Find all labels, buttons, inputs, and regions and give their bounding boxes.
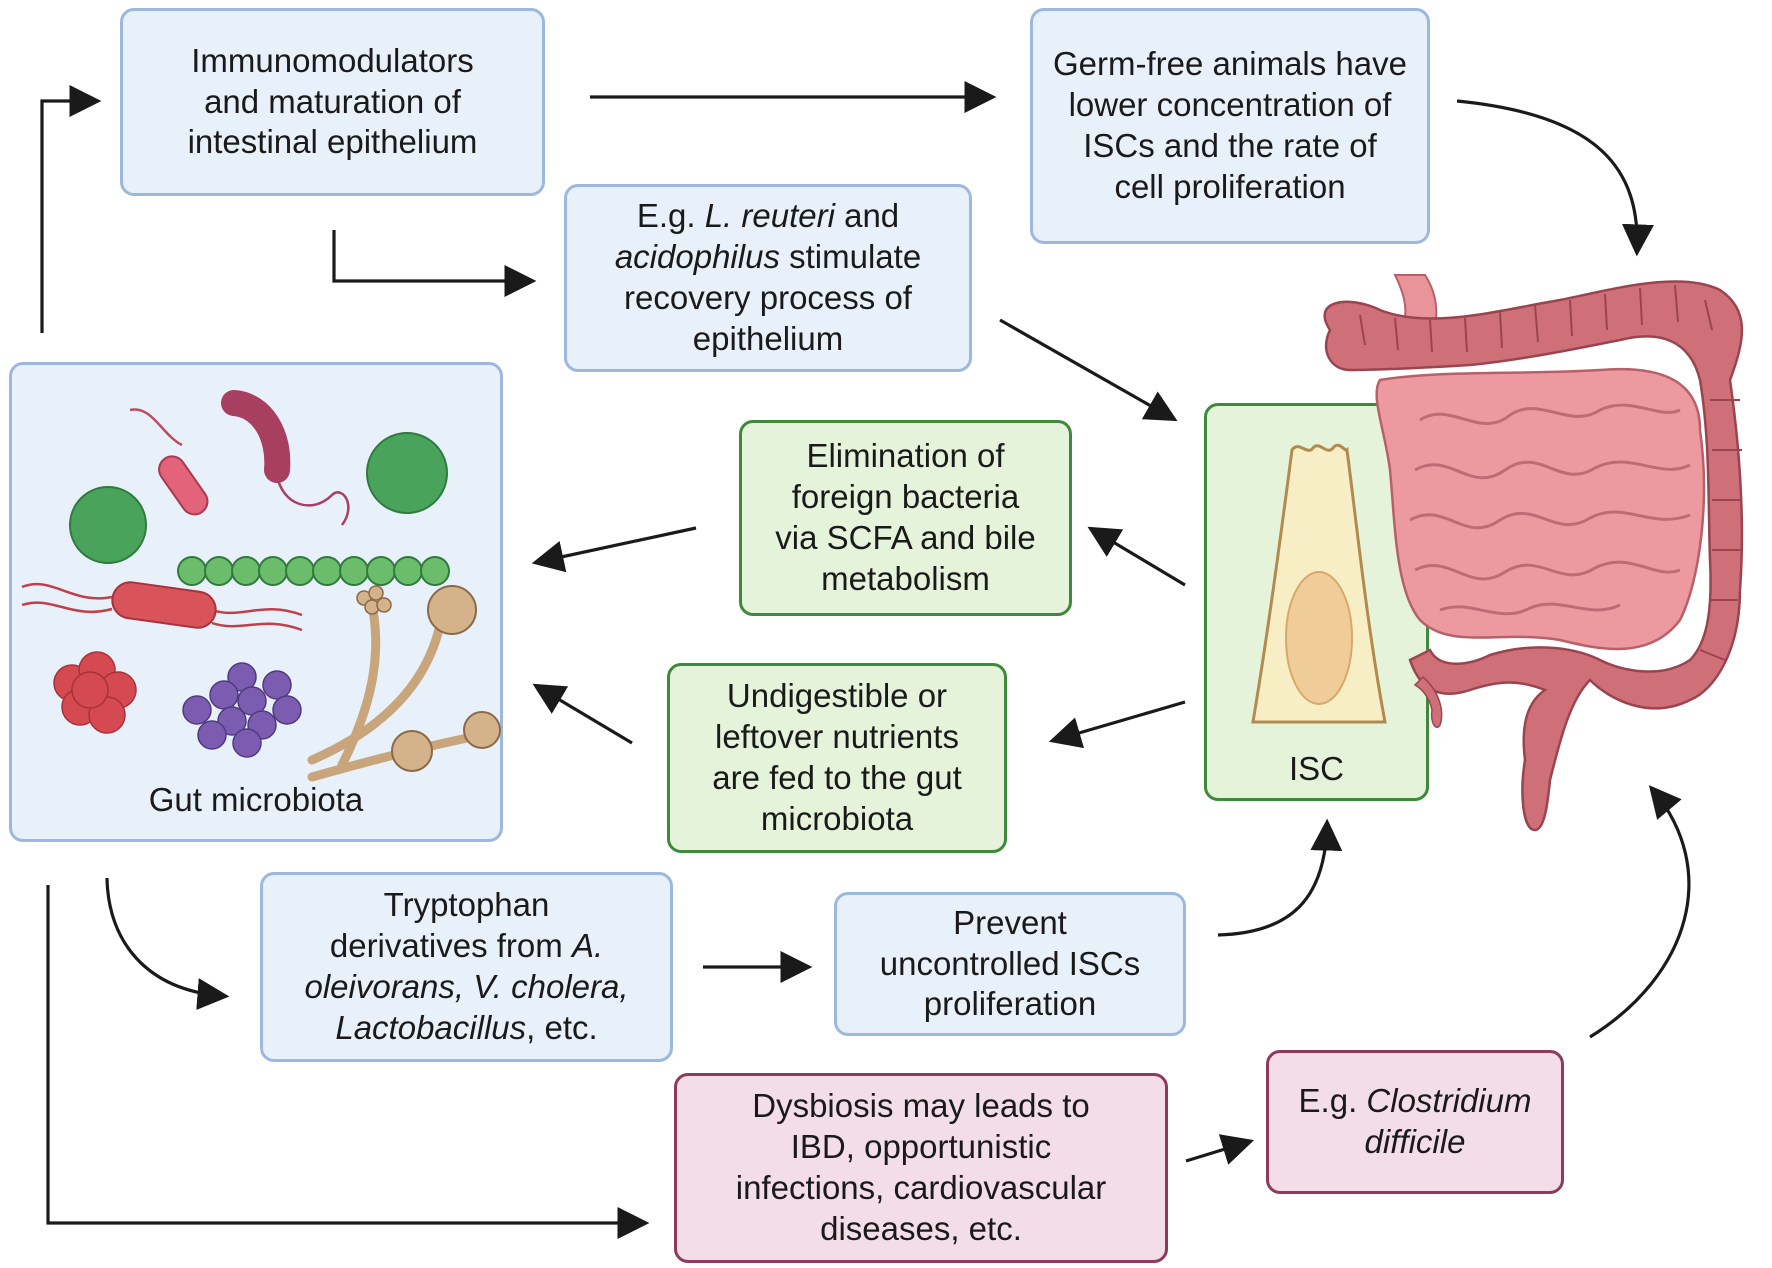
tryptophan-line4-species: Lactobacillus [335, 1008, 527, 1046]
fungal-sporangium-2 [391, 730, 433, 772]
flagellum [129, 408, 183, 447]
arrow-dysbiosis-to-clostridium [1185, 1134, 1255, 1165]
fungal-sporangium-3 [463, 711, 501, 749]
tryptophan-line2-species: A. [571, 927, 604, 965]
reuteri-line3: recovery process of [624, 279, 912, 316]
streptococcus-chain [177, 556, 450, 586]
clostridium-box: E.g. Clostridium difficile [1266, 1050, 1564, 1194]
clostridium-line1-species: Clostridium [1366, 1082, 1532, 1120]
immunomodulators-box: Immunomodulators and maturation of intes… [120, 8, 545, 196]
microbiota-illustration [21, 390, 501, 782]
undigestible-text: Undigestible or leftover nutrients are f… [712, 677, 962, 837]
fungal-sporangium-1 [427, 585, 477, 635]
rod-bacterium-red [111, 581, 217, 629]
tryptophan-box: Tryptophan derivatives from A. oleivoran… [260, 872, 673, 1062]
elimination-box: Elimination of foreign bacteria via SCFA… [739, 420, 1072, 616]
clostridium-line2-species: difficile [1364, 1123, 1466, 1160]
prevent-box: Prevent uncontrolled ISCs proliferation [834, 892, 1186, 1036]
arrow-elimination-to-microbiota [531, 526, 697, 573]
dysbiosis-text: Dysbiosis may leads to IBD, opportunisti… [735, 1087, 1107, 1247]
prevent-text: Prevent uncontrolled ISCs proliferation [879, 903, 1141, 1023]
gut-microbiota-panel: Gut microbiota [9, 362, 503, 842]
arrow-prevent-to-isc [1217, 818, 1343, 937]
arrow-reuteri-to-isc [999, 318, 1178, 422]
tryptophan-text: Tryptophan derivatives from A. oleivoran… [304, 885, 628, 1049]
arrow-immunomodulators-to-reuteri [332, 230, 537, 297]
undigestible-box: Undigestible or leftover nutrients are f… [667, 663, 1007, 853]
coccus-green-left [69, 486, 147, 564]
immunomodulators-text: Immunomodulators and maturation of intes… [187, 41, 478, 161]
reuteri-line2-post: stimulate [779, 238, 922, 276]
arrow-microbiota-to-dysbiosis [46, 885, 650, 1239]
arrow-isc-to-undigestible [1048, 700, 1186, 749]
reuteri-box: E.g. L. reuteri and acidophilus stimulat… [564, 184, 972, 372]
staphylococcus-purple [182, 662, 302, 758]
reuteri-text: E.g. L. reuteri and acidophilus stimulat… [615, 196, 921, 360]
rod-flagella [21, 582, 303, 632]
fungal-spore-cluster [356, 585, 392, 615]
reuteri-line1-pre: E.g. [636, 197, 705, 235]
stem-cell-nucleus [1285, 571, 1353, 705]
reuteri-line1-post: and [834, 197, 900, 235]
tryptophan-line3-species: oleivorans, V. cholera, [304, 968, 629, 1005]
clostridium-line1-pre: E.g. [1298, 1082, 1367, 1120]
stem-cell-illustration [1251, 443, 1387, 724]
tryptophan-line1: Tryptophan [383, 886, 550, 924]
coccus-green-large [366, 432, 448, 514]
dysbiosis-box: Dysbiosis may leads to IBD, opportunisti… [674, 1073, 1168, 1263]
rod-bacterium-pink [158, 455, 209, 516]
tryptophan-line4-post: , etc. [526, 1008, 598, 1046]
arrow-microbiota-to-tryptophan [105, 877, 230, 1010]
isc-label: ISC [1288, 750, 1344, 788]
clostridium-text: E.g. Clostridium difficile [1299, 1081, 1532, 1163]
curved-bacterium-tail [275, 474, 350, 526]
arrow-germ-free-to-intestine [1456, 99, 1654, 257]
reuteri-line4: epithelium [692, 319, 844, 357]
germ-free-box: Germ-free animals have lower concentrati… [1030, 8, 1430, 244]
staphylococcus-red [53, 651, 137, 734]
reuteri-line2-species: acidophilus [614, 238, 780, 276]
isc-panel: ISC [1204, 403, 1429, 801]
curved-bacterium [221, 390, 291, 483]
germ-free-text: Germ-free animals have lower concentrati… [1053, 45, 1407, 205]
tryptophan-line2-pre: derivatives from [329, 927, 572, 965]
elimination-text: Elimination of foreign bacteria via SCFA… [775, 437, 1036, 597]
arrow-undigestible-to-microbiota [532, 683, 633, 745]
arrow-microbiota-to-immunomodulators [40, 85, 102, 333]
arrow-isc-to-elimination [1087, 526, 1186, 587]
gut-microbiota-label: Gut microbiota [148, 781, 364, 819]
reuteri-line1-species: L. reuteri [704, 197, 835, 235]
arrow-clostridium-to-intestine [1589, 785, 1691, 1039]
